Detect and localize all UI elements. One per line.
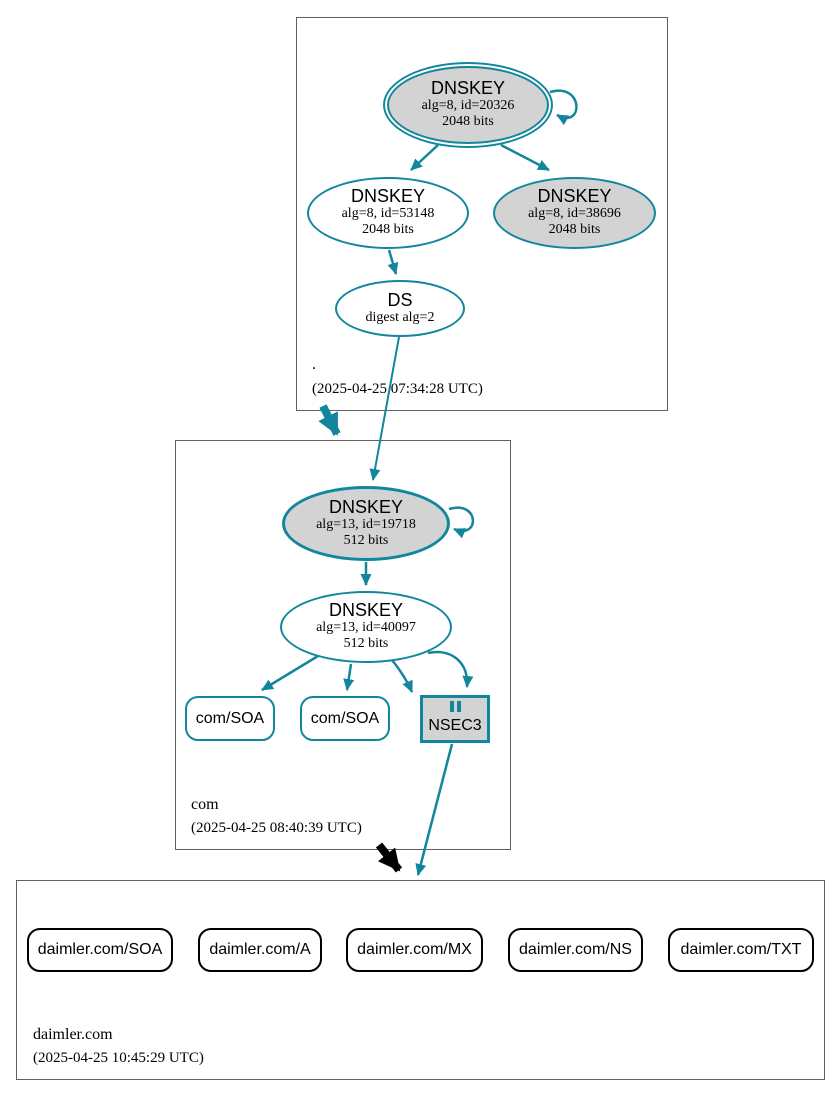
node-nsec3: NSEC3 <box>420 695 490 743</box>
rrset-label: daimler.com/A <box>209 941 311 958</box>
node-title: DNSKEY <box>430 78 506 99</box>
node-detail-bits: 2048 bits <box>442 114 494 130</box>
node-detail-alg: alg=13, id=40097 <box>316 620 416 636</box>
node-detail-bits: 512 bits <box>343 636 389 652</box>
rrset-label: daimler.com/NS <box>519 941 632 958</box>
rrset-label: daimler.com/MX <box>357 941 472 958</box>
zone-timestamp-com: (2025-04-25 08:40:39 UTC) <box>191 820 362 836</box>
node-daimler-soa: daimler.com/SOA <box>27 928 173 972</box>
edge-root-ksk-to-zsk <box>410 144 439 171</box>
node-title: DNSKEY <box>537 186 612 207</box>
node-detail-alg: alg=8, id=38696 <box>528 206 621 222</box>
node-detail-bits: 2048 bits <box>362 222 414 238</box>
zone-label-root: . <box>312 356 316 373</box>
edge-com-zsk-to-nsec3-b <box>427 650 474 688</box>
node-dnskey-20326-body: DNSKEY alg=8, id=20326 2048 bits <box>387 66 549 144</box>
zone-box-daimler-com <box>16 880 825 1080</box>
nsec3-header <box>449 701 461 712</box>
node-daimler-ns: daimler.com/NS <box>508 928 643 972</box>
zone-label-com: com <box>191 796 219 813</box>
edge-com-zsk-to-soa2 <box>343 663 355 691</box>
rrset-label: com/SOA <box>195 709 265 727</box>
edge-root-ksk-to-key3 <box>500 143 550 172</box>
nsec3-cell <box>456 701 461 712</box>
rrset-label: daimler.com/SOA <box>37 941 163 958</box>
nsec3-cell <box>449 701 454 712</box>
zone-timestamp-daimler-com: (2025-04-25 10:45:29 UTC) <box>33 1050 204 1066</box>
edge-root-to-com-delegation <box>318 404 341 436</box>
node-com-soa-1: com/SOA <box>185 696 275 741</box>
node-dnskey-53148: DNSKEY alg=8, id=53148 2048 bits <box>307 177 469 249</box>
edge-root-ksk-selfloop <box>549 89 578 126</box>
node-title: DS <box>387 290 413 310</box>
edge-com-ksk-selfloop <box>448 506 475 539</box>
zone-label-daimler-com: daimler.com <box>33 1026 113 1043</box>
edge-com-to-daimler-delegation <box>375 842 403 873</box>
node-title: DNSKEY <box>328 496 404 517</box>
node-dnskey-38696: DNSKEY alg=8, id=38696 2048 bits <box>493 177 656 249</box>
nsec3-label: NSEC3 <box>428 716 482 734</box>
zone-timestamp-root: (2025-04-25 07:34:28 UTC) <box>312 381 483 397</box>
node-dnskey-40097: DNSKEY alg=13, id=40097 512 bits <box>280 591 452 663</box>
edge-root-zsk-to-ds <box>387 249 399 275</box>
rrset-label: com/SOA <box>310 709 380 727</box>
zone-box-com <box>175 440 511 850</box>
zone-box-root <box>296 17 668 411</box>
node-dnskey-19718: DNSKEY alg=13, id=19718 512 bits <box>282 486 450 561</box>
edge-nsec3-to-daimler <box>415 743 454 876</box>
node-title: DNSKEY <box>350 186 426 207</box>
node-daimler-mx: daimler.com/MX <box>346 928 483 972</box>
node-detail-bits: 2048 bits <box>548 222 601 238</box>
edge-ds-to-com-ksk <box>369 336 400 481</box>
node-dnskey-20326: DNSKEY alg=8, id=20326 2048 bits <box>383 62 553 148</box>
node-title: DNSKEY <box>328 600 404 621</box>
node-detail-alg: alg=13, id=19718 <box>316 516 416 532</box>
node-com-soa-2: com/SOA <box>300 696 390 741</box>
rrset-label: daimler.com/TXT <box>680 941 802 958</box>
node-detail-alg: alg=8, id=20326 <box>421 98 515 114</box>
node-detail-digest: digest alg=2 <box>365 309 435 325</box>
edge-com-zsk-to-soa1 <box>261 654 319 692</box>
node-detail-bits: 512 bits <box>343 532 389 548</box>
edge-com-zsk-to-nsec3-a <box>391 659 414 693</box>
node-detail-alg: alg=8, id=53148 <box>341 206 435 222</box>
node-ds: DS digest alg=2 <box>335 280 465 337</box>
node-daimler-a: daimler.com/A <box>198 928 322 972</box>
node-daimler-txt: daimler.com/TXT <box>668 928 814 972</box>
